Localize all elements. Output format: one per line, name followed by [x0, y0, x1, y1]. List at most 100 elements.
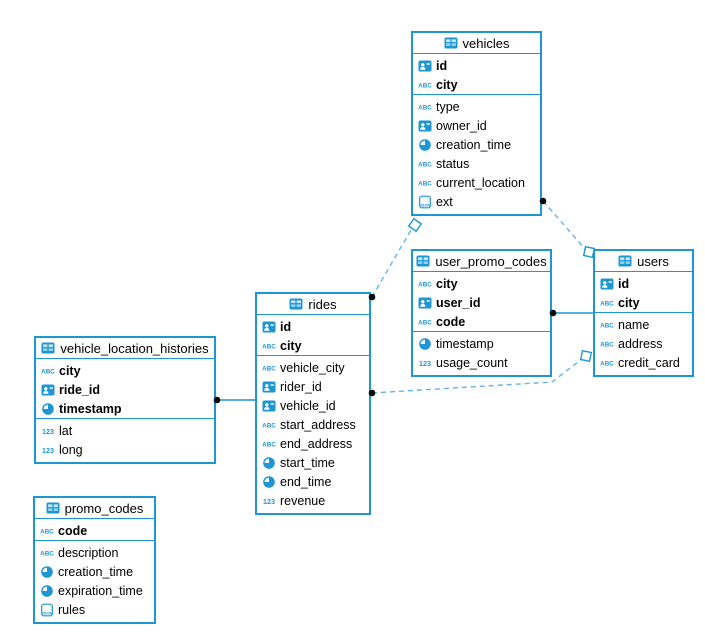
svg-text:123: 123 [419, 359, 431, 368]
clock-icon [418, 337, 432, 351]
column-row-ride_id[interactable]: ride_id [36, 380, 214, 399]
column-row-city[interactable]: ABC city [595, 293, 692, 312]
column-row-timestamp[interactable]: timestamp [413, 334, 550, 353]
column-label: credit_card [618, 355, 680, 370]
column-row-creation_time[interactable]: creation_time [413, 135, 540, 154]
abc-icon: ABC [600, 356, 614, 370]
svg-text:ABC: ABC [418, 319, 432, 326]
column-label: creation_time [436, 137, 512, 152]
column-row-credit_card[interactable]: ABC credit_card [595, 353, 692, 372]
column-row-usage_count[interactable]: 123 usage_count [413, 353, 550, 372]
column-row-id[interactable]: id [595, 274, 692, 293]
table-title: vehicles [462, 35, 510, 51]
relation-rides-vehicles[interactable] [371, 229, 412, 298]
svg-text:ABC: ABC [600, 360, 614, 367]
column-row-start_time[interactable]: start_time [257, 453, 369, 472]
column-label: rules [58, 602, 86, 617]
key-column-label: city [436, 77, 458, 92]
number-icon: 123 [41, 443, 55, 457]
svg-text:ABC: ABC [41, 368, 55, 375]
relation-dot-marker [368, 389, 376, 397]
column-row-timestamp[interactable]: timestamp [36, 399, 214, 418]
column-row-code[interactable]: ABC code [35, 521, 154, 540]
column-row-expiration_time[interactable]: expiration_time [35, 581, 154, 600]
table-header[interactable]: vehicles [413, 33, 540, 54]
table-title: user_promo_codes [435, 253, 547, 269]
svg-text:ABC: ABC [418, 180, 432, 187]
column-row-rider_id[interactable]: rider_id [257, 377, 369, 396]
table-icon [444, 36, 458, 50]
svg-text:ABC: ABC [262, 441, 276, 448]
relation-rides-users[interactable] [371, 358, 583, 394]
abc-icon: ABC [418, 176, 432, 190]
table-header[interactable]: rides [257, 294, 369, 315]
abc-icon: ABC [40, 546, 54, 560]
svg-text:ABC: ABC [40, 550, 54, 557]
table-header[interactable]: vehicle_location_histories [36, 338, 214, 359]
column-row-id[interactable]: id [257, 317, 369, 336]
column-row-creation_time[interactable]: creation_time [35, 562, 154, 581]
column-row-end_time[interactable]: end_time [257, 472, 369, 491]
table-header[interactable]: promo_codes [35, 498, 154, 519]
abc-icon: ABC [262, 361, 276, 375]
table-icon [618, 254, 632, 268]
table-title: rides [308, 296, 337, 312]
column-row-end_address[interactable]: ABC end_address [257, 434, 369, 453]
relation-dot-marker [213, 396, 221, 404]
clock-icon [40, 584, 54, 598]
column-label: usage_count [436, 355, 508, 370]
svg-text:ABC: ABC [600, 300, 614, 307]
relation-vehicles-users[interactable] [542, 200, 586, 250]
column-label: lat [59, 423, 73, 438]
clock-icon [418, 138, 432, 152]
key-column-label: id [618, 276, 630, 291]
column-label: revenue [280, 493, 326, 508]
column-row-id[interactable]: id [413, 56, 540, 75]
table-header[interactable]: user_promo_codes [413, 251, 550, 272]
column-label: start_time [280, 455, 335, 470]
key-column-label: city [280, 338, 302, 353]
table-header[interactable]: users [595, 251, 692, 272]
column-label: end_address [280, 436, 353, 451]
key-column-label: code [58, 523, 88, 538]
key-column-label: timestamp [59, 401, 122, 416]
svg-text:123: 123 [42, 427, 54, 436]
column-row-vehicle_id[interactable]: vehicle_id [257, 396, 369, 415]
column-row-lat[interactable]: 123 lat [36, 421, 214, 440]
relation-square-marker [582, 245, 596, 259]
column-row-owner_id[interactable]: owner_id [413, 116, 540, 135]
column-row-user_id[interactable]: user_id [413, 293, 550, 312]
abc-icon: ABC [262, 418, 276, 432]
svg-text:ABC: ABC [40, 528, 54, 535]
key-column-label: city [618, 295, 640, 310]
table-icon [416, 254, 430, 268]
clock-icon [262, 475, 276, 489]
